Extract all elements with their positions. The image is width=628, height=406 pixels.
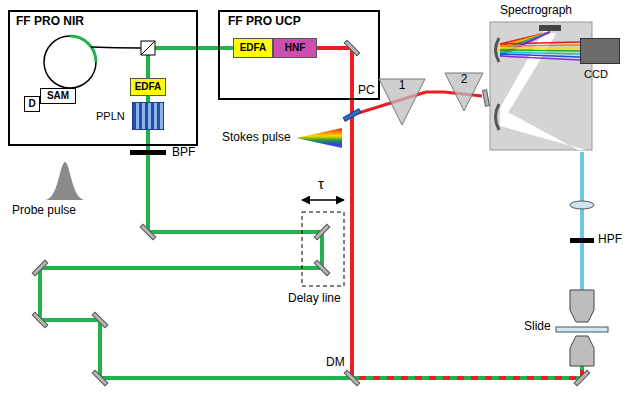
pickoff-plate	[343, 109, 361, 121]
probe-pulse-shape	[45, 162, 85, 200]
spectrum-ray	[500, 45, 580, 46]
camera: CCD	[580, 38, 620, 64]
spectrum-ray	[500, 42, 580, 44]
objective	[570, 290, 594, 322]
dispersed-spectrum	[500, 32, 580, 60]
mirror	[314, 260, 330, 276]
beam-splitter	[141, 41, 155, 55]
component-label: EDFA	[240, 42, 267, 54]
component-label: D	[28, 98, 35, 110]
component-label: SAM	[47, 90, 69, 102]
concave-mirror	[496, 38, 500, 62]
mirror	[483, 90, 490, 106]
box-title: Spectrograph	[500, 4, 572, 18]
highpass-filter	[570, 238, 594, 243]
spectrograph-body	[490, 22, 592, 150]
green-beam	[198, 46, 233, 50]
box-title: FF PRO UCP	[228, 15, 301, 29]
pulse-label: Probe pulse	[12, 204, 76, 218]
component-label: HNF	[285, 42, 306, 54]
combined-beam	[352, 366, 582, 378]
component-label: PC	[358, 84, 375, 98]
amplifier-box: EDFA	[233, 38, 273, 58]
concave-mirror	[496, 104, 500, 130]
filter-label: HPF	[598, 233, 622, 247]
pulse-label: Stokes pulse	[222, 131, 291, 145]
mirror	[92, 312, 108, 328]
combined-beam	[352, 366, 582, 378]
prism-outline	[445, 73, 483, 111]
prism-number: 1	[378, 79, 426, 93]
spectrum-ray	[500, 50, 580, 51]
objective	[570, 336, 594, 366]
gain-fiber	[70, 36, 96, 62]
prism: 2	[444, 72, 484, 112]
component-label: PPLN	[96, 110, 125, 123]
signal-beam	[580, 152, 584, 290]
grating	[539, 25, 561, 31]
filter-label: BPF	[172, 146, 195, 160]
component-label: CCD	[584, 68, 608, 81]
detector-box: D	[24, 96, 40, 112]
delay-line-box	[302, 212, 344, 286]
delay-arrow	[302, 199, 344, 201]
mirror	[32, 312, 48, 328]
instrument-box: FF PRO UCP EDFA HNF	[218, 10, 380, 100]
amplifier-box: EDFA	[130, 78, 166, 96]
bandpass-filter	[130, 150, 166, 155]
instrument-box: FF PRO NIR SAM D EDFA PPLN	[8, 10, 198, 146]
red-beam	[426, 91, 444, 94]
green-beam	[40, 232, 352, 378]
component-label: Slide	[524, 320, 551, 334]
fiber-loop	[44, 36, 96, 88]
beam-splitter	[141, 41, 155, 55]
spectrum-ray	[500, 56, 580, 60]
stokes-pulse-shape	[296, 128, 342, 148]
dichroic-mirror	[344, 370, 360, 386]
component-box: SAM	[40, 88, 76, 104]
spectrum-ray	[500, 47, 580, 49]
mirror	[314, 224, 330, 240]
mirror	[92, 370, 108, 386]
mirror	[574, 370, 590, 386]
green-beam	[155, 46, 198, 50]
prism-outline	[379, 79, 425, 125]
component-label: Delay line	[288, 292, 341, 306]
delay-symbol: τ	[318, 175, 324, 192]
spectrograph-beam	[500, 108, 586, 150]
component-label: DM	[326, 356, 345, 370]
fiber	[91, 47, 141, 48]
component-label: EDFA	[135, 81, 162, 93]
mirror	[140, 224, 156, 240]
mirrors	[32, 40, 590, 386]
box-title: FF PRO NIR	[16, 15, 84, 29]
fiber-box: HNF	[273, 38, 317, 58]
red-beam	[317, 48, 352, 378]
crystal: PPLN	[132, 102, 164, 130]
sample-slide	[556, 327, 608, 332]
mirror	[32, 260, 48, 276]
lens	[570, 201, 594, 209]
spectrograph: Spectrograph	[490, 22, 592, 150]
prism-number: 2	[444, 73, 484, 87]
mirror	[344, 40, 360, 56]
prism: 1	[378, 78, 426, 126]
